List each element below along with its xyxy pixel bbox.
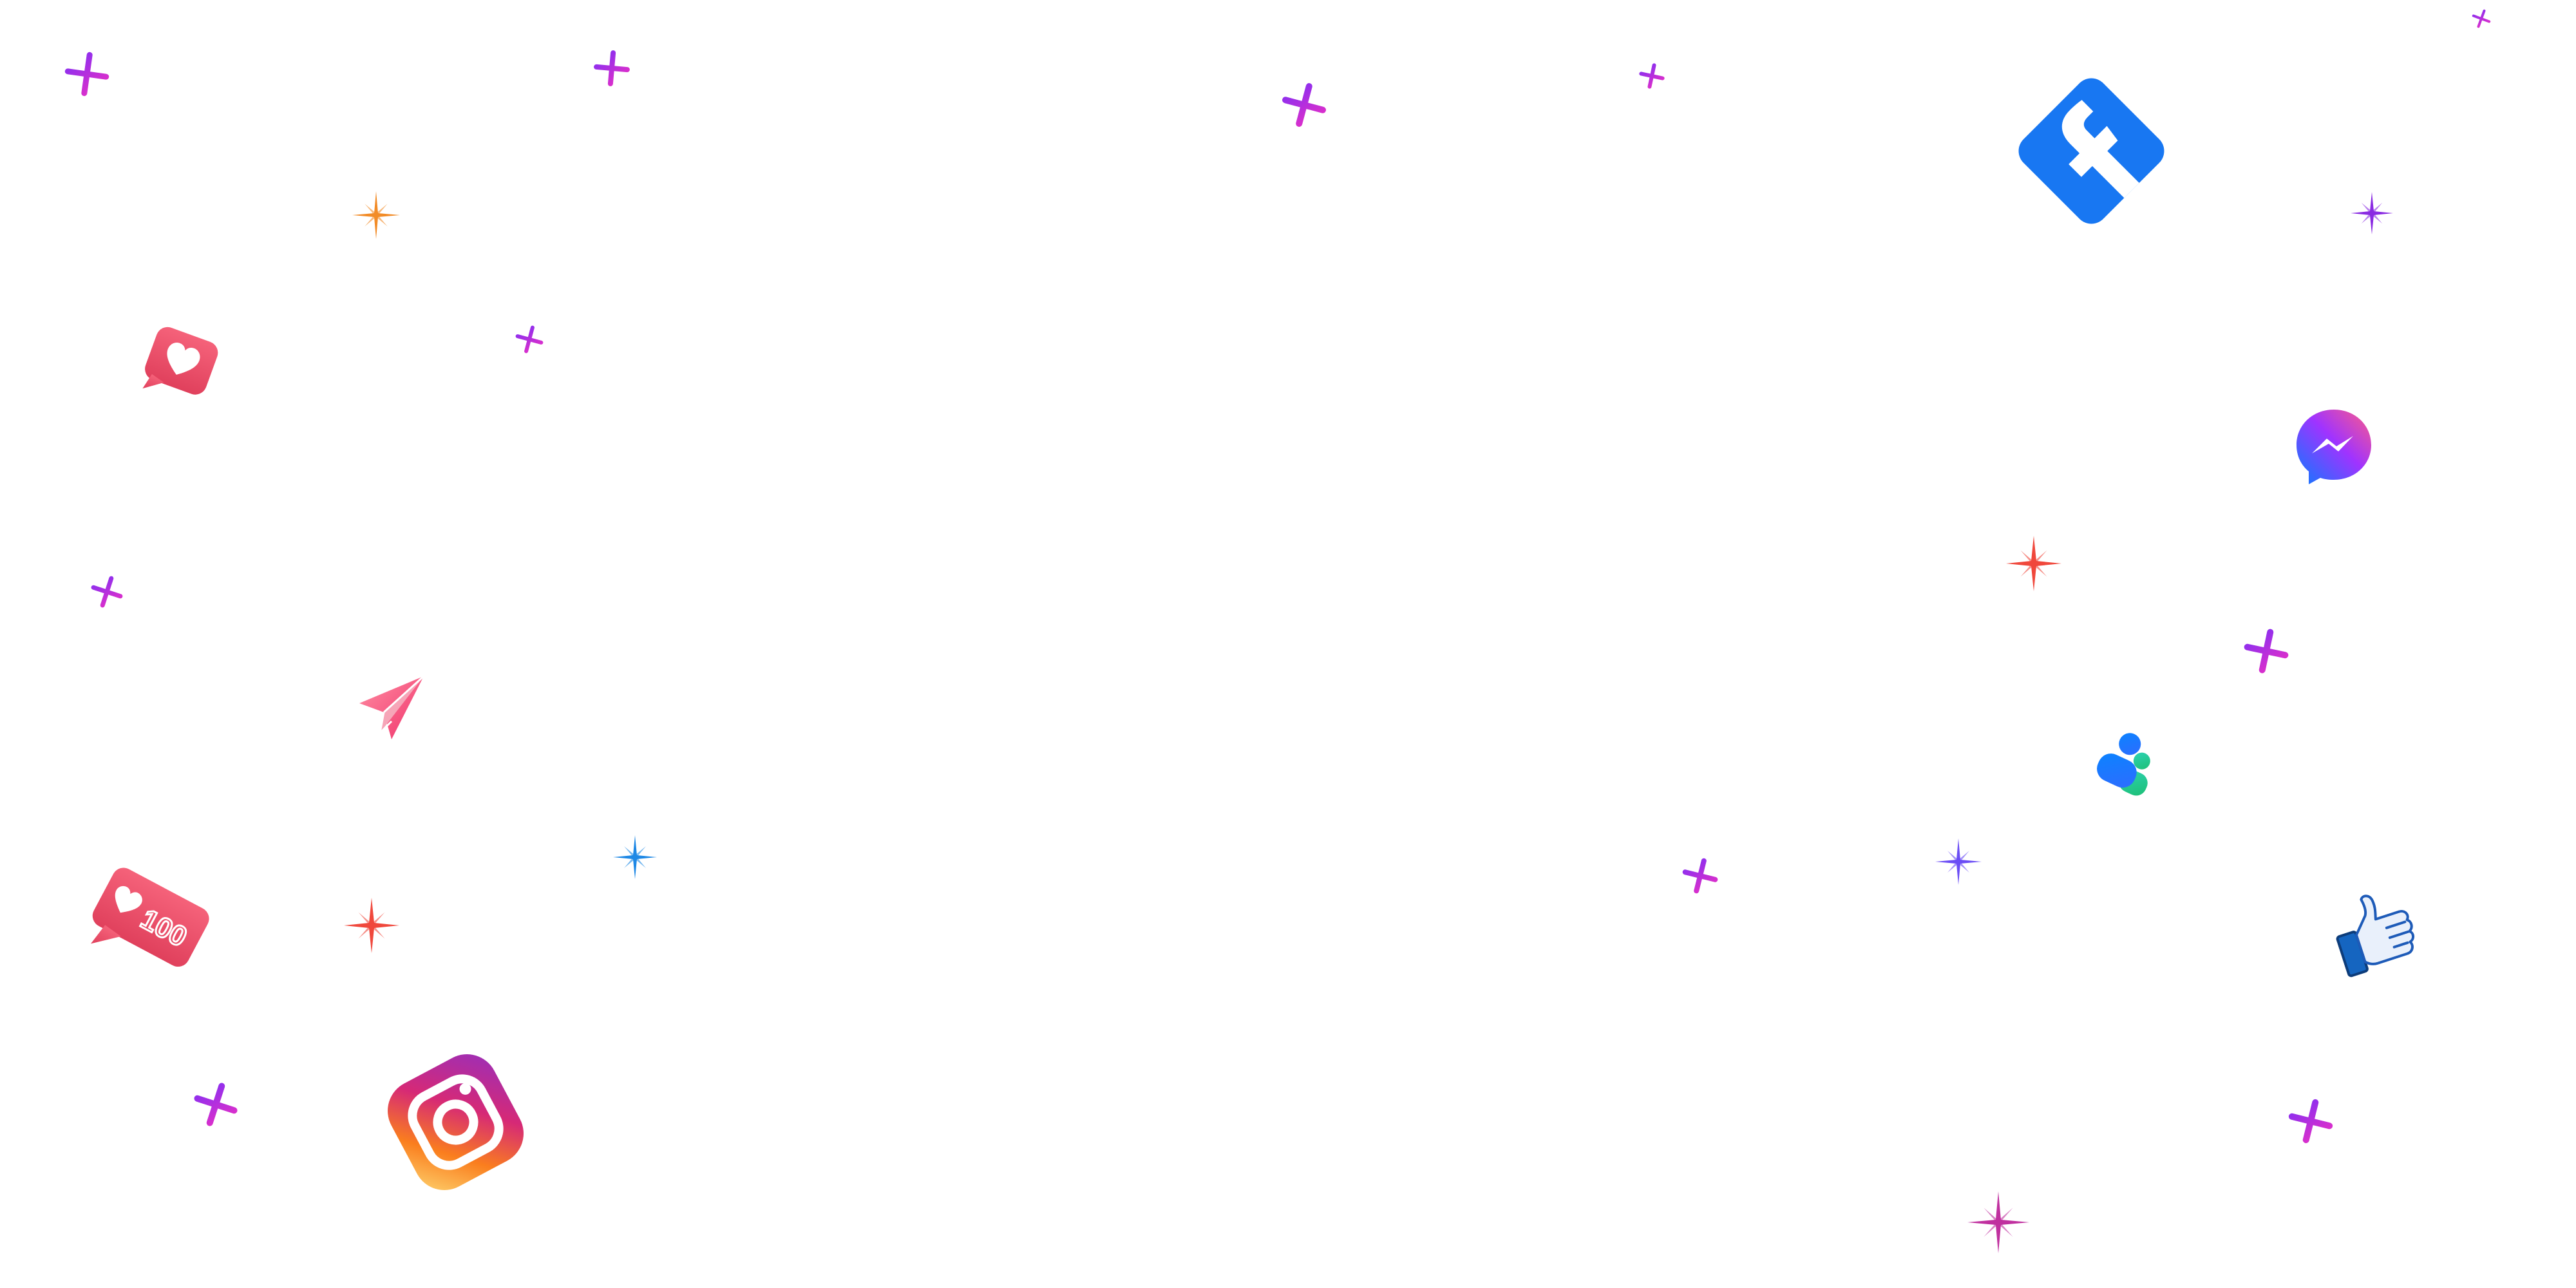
cross-sparkle-icon	[91, 576, 123, 608]
cross-sparkle-icon	[515, 325, 544, 354]
cross-sparkle-icon	[2288, 1099, 2333, 1144]
heart-100-notification-icon: 100	[90, 867, 209, 967]
messenger-logo-icon	[2297, 410, 2371, 484]
star-sparkle-icon	[2351, 192, 2393, 234]
star-sparkle-icon	[1967, 1191, 2029, 1253]
cross-sparkle-icon	[1639, 63, 1665, 89]
cross-sparkle-icon	[194, 1083, 238, 1126]
cross-sparkle-icon	[594, 50, 630, 86]
star-sparkle-icon	[613, 835, 657, 879]
cross-sparkle-icon	[1282, 83, 1326, 127]
paper-plane-icon	[359, 675, 425, 739]
cross-sparkle-icon	[64, 52, 109, 97]
star-sparkle-icon	[2006, 536, 2061, 591]
cross-sparkle-icon	[2472, 9, 2491, 28]
star-sparkle-icon	[344, 898, 399, 953]
heart-notification-icon	[142, 327, 218, 395]
facebook-logo-icon	[2018, 78, 2164, 224]
cross-sparkle-icon	[1682, 858, 1718, 894]
instagram-logo-icon	[388, 1054, 524, 1190]
cross-sparkle-icon	[2244, 629, 2289, 674]
friends-icon	[2097, 733, 2150, 796]
thumbs-up-icon	[2336, 895, 2415, 978]
star-sparkle-icon	[352, 191, 400, 239]
star-sparkle-icon	[1935, 838, 1982, 885]
